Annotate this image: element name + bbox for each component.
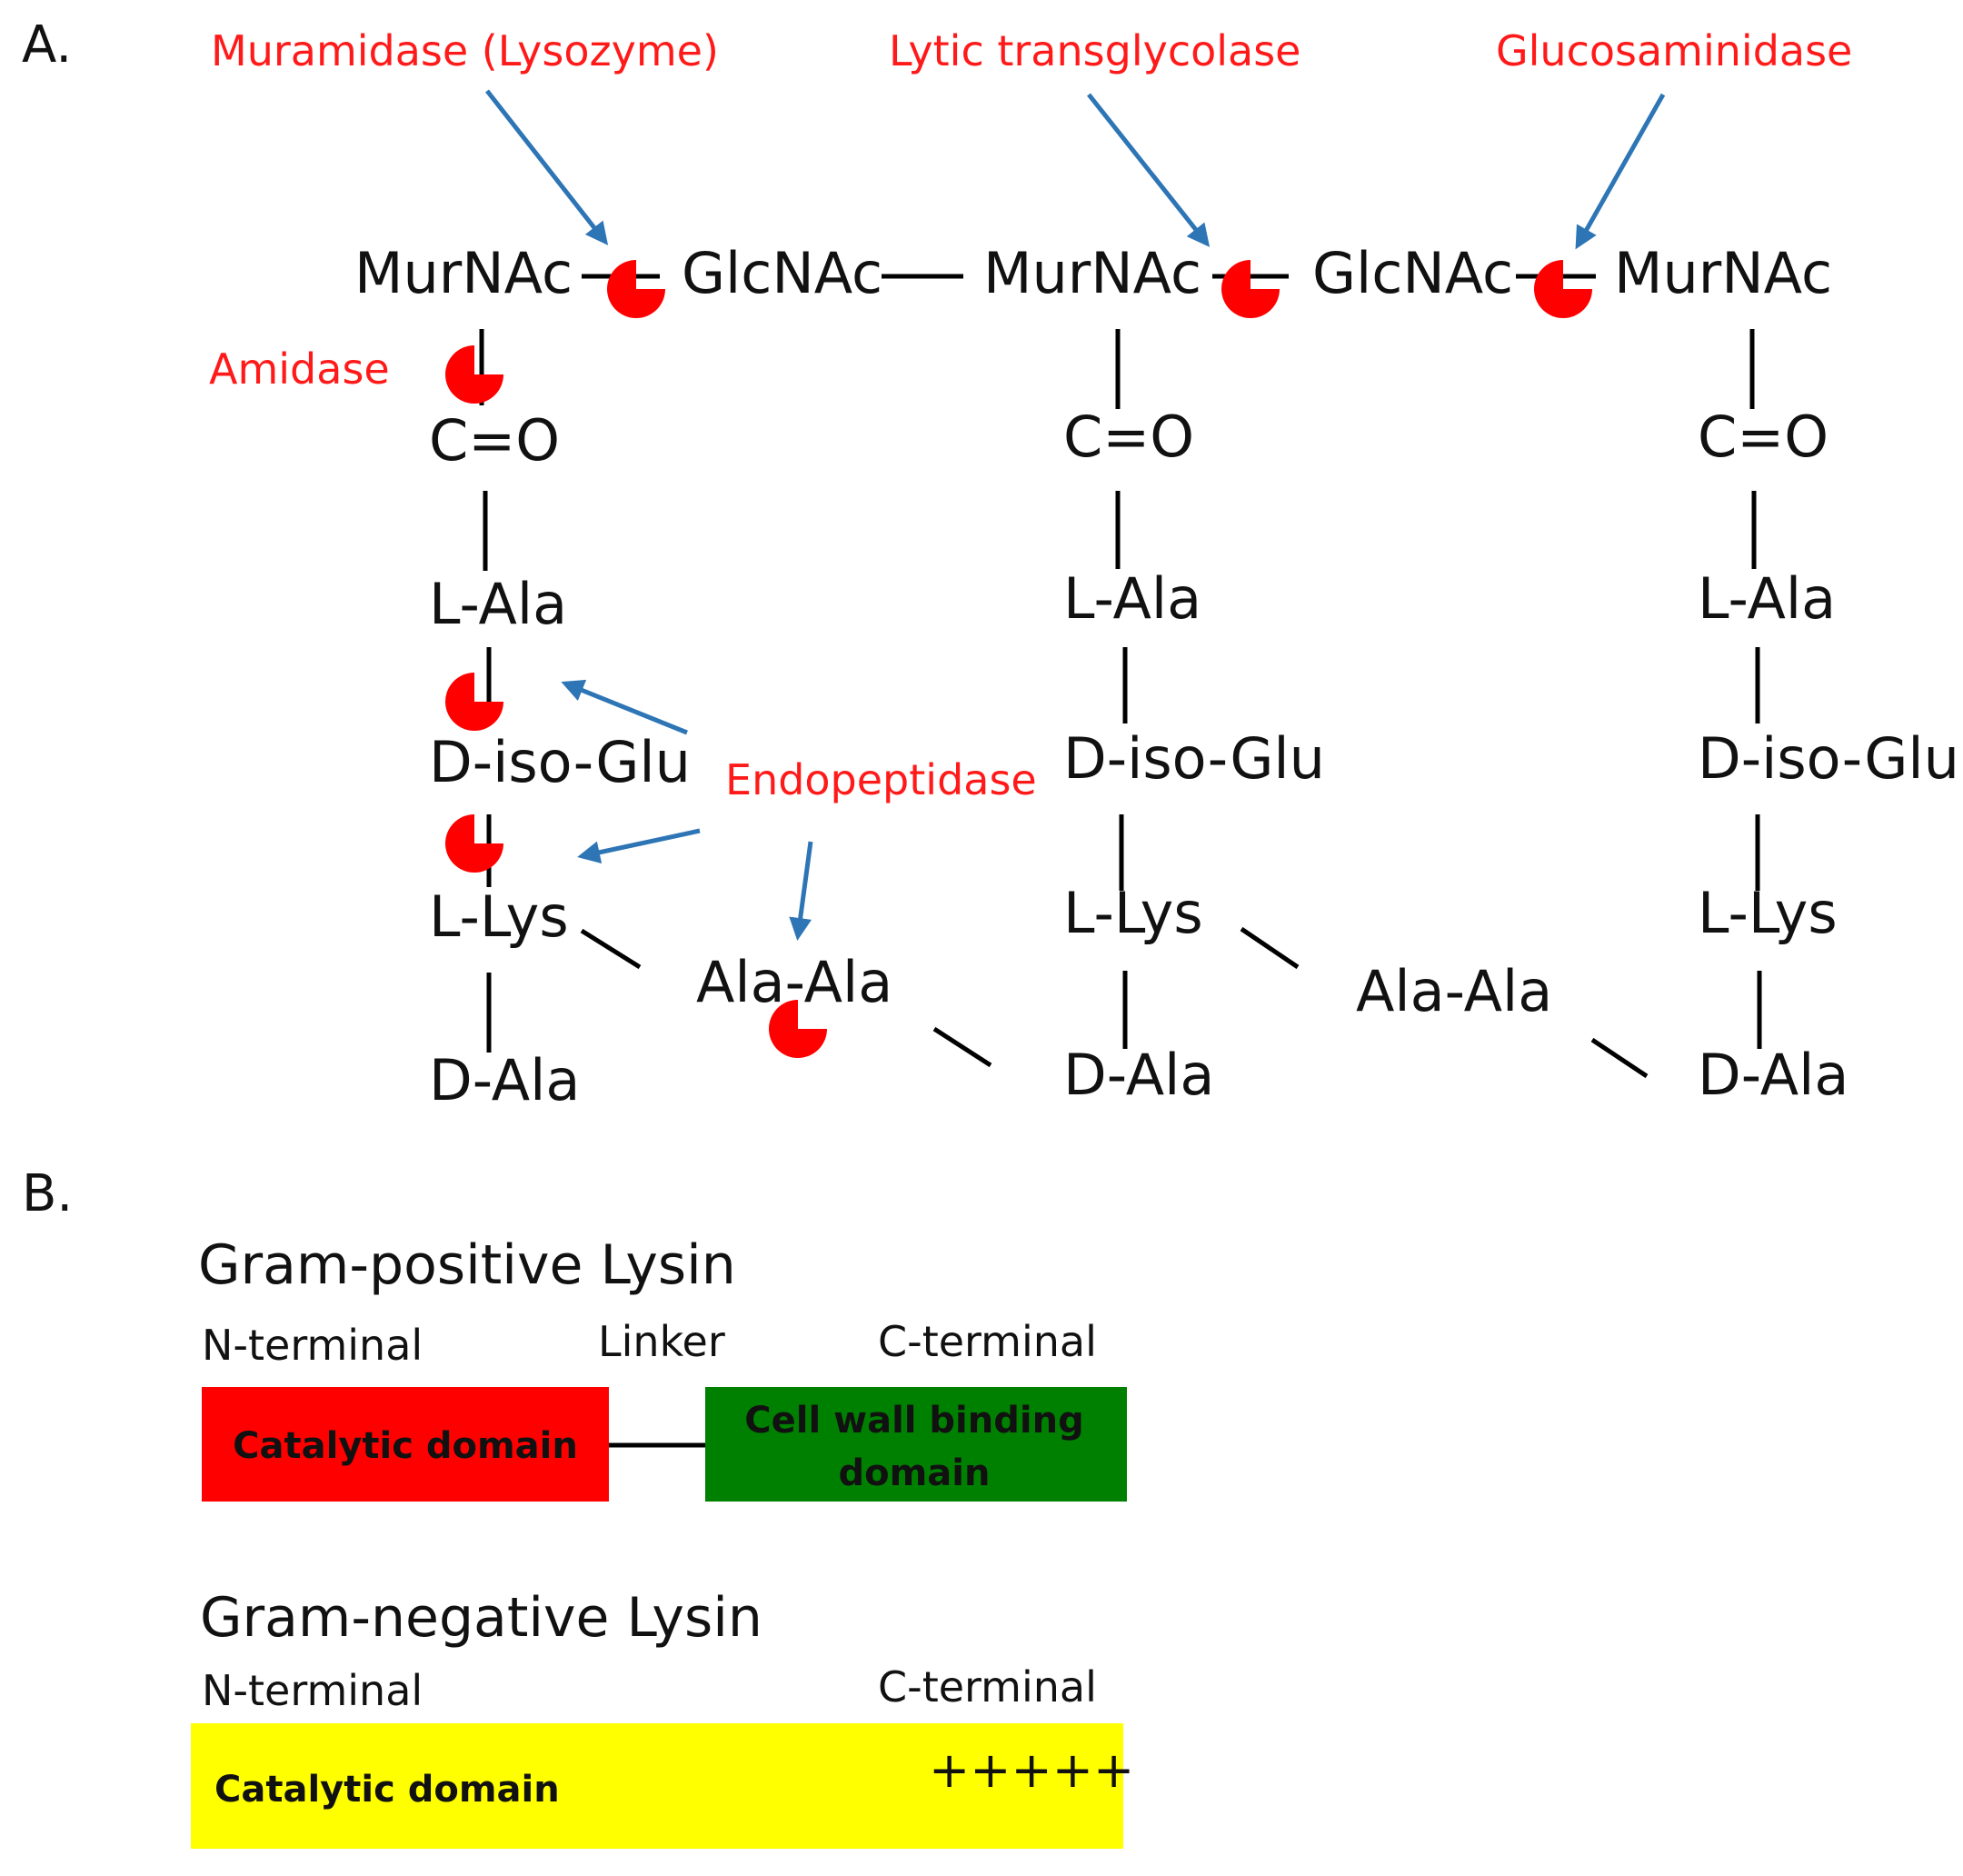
panel-a-label: A. (22, 15, 72, 75)
gram-negative-positive-charge: +++++ (929, 1741, 1134, 1799)
gram-positive-catalytic-domain (202, 1387, 609, 1502)
stem3-llys: L-Lys (1698, 880, 1838, 946)
stem1-diso-glu: D-iso-Glu (429, 729, 691, 795)
glcnac-1: GlcNAc (682, 240, 882, 306)
enzyme-endopeptidase: Endopeptidase (725, 755, 1037, 804)
gram-positive-cwb-label-1: Cell wall binding (744, 1400, 1083, 1442)
gram-positive-c-terminal: C-terminal (878, 1317, 1097, 1366)
endopeptidase-arrow-glu (561, 679, 688, 735)
pie-wedge-icon (445, 345, 503, 404)
stem3-co: C=O (1698, 404, 1828, 470)
stem1-lala: L-Ala (429, 571, 567, 637)
gram-negative-title: Gram-negative Lysin (200, 1586, 762, 1650)
crossbridge-bond-2b (1590, 1037, 1649, 1079)
stem1-co: C=O (429, 407, 560, 474)
stem3-diso-glu: D-iso-Glu (1698, 725, 1959, 792)
enzyme-amidase: Amidase (209, 344, 390, 394)
gram-positive-cwb-label-2: domain (839, 1452, 991, 1494)
stem2-lala: L-Ala (1063, 565, 1201, 632)
enzyme-lytic-transglycolase: Lytic transglycolase (889, 26, 1301, 75)
gram-negative-c-terminal: C-terminal (878, 1662, 1097, 1711)
lytic-arrow (1087, 93, 1211, 247)
gram-positive-n-terminal: N-terminal (202, 1321, 423, 1370)
gram-negative-catalytic-label: Catalytic domain (214, 1769, 560, 1811)
crossbridge-bond-1a (580, 928, 642, 970)
murnac-3: MurNAc (1614, 240, 1832, 306)
gram-negative-catalytic-domain (191, 1723, 1123, 1849)
gram-positive-linker: Linker (598, 1317, 725, 1366)
stem2-dala: D-Ala (1063, 1042, 1214, 1108)
pie-wedge-icon (769, 1000, 827, 1058)
stem3-dala: D-Ala (1698, 1042, 1848, 1108)
pie-wedge-icon (607, 260, 665, 318)
stem1-dala: D-Ala (429, 1047, 580, 1113)
glucosaminidase-arrow (1575, 93, 1666, 250)
murnac-1: MurNAc (354, 240, 573, 306)
gram-positive-catalytic-label: Catalytic domain (233, 1425, 578, 1467)
pie-wedge-icon (445, 673, 503, 731)
gram-positive-cell-wall-binding-domain (705, 1387, 1127, 1502)
endopeptidase-arrow-lys (577, 828, 701, 864)
pie-wedge-icon (445, 814, 503, 873)
gram-negative-n-terminal: N-terminal (202, 1666, 423, 1715)
gram-positive-title: Gram-positive Lysin (198, 1233, 736, 1297)
muramidase-arrow (485, 89, 609, 245)
bridge-ala-ala-2: Ala-Ala (1356, 958, 1552, 1024)
glcnac-2: GlcNAc (1312, 240, 1513, 306)
stem3-lala: L-Ala (1698, 565, 1836, 632)
crossbridge-bond-2a (1240, 926, 1300, 970)
enzyme-glucosaminidase: Glucosaminidase (1496, 26, 1852, 75)
stem2-co: C=O (1063, 404, 1194, 470)
pie-wedge-icon (1221, 260, 1280, 318)
panel-b-label: B. (22, 1164, 73, 1223)
stem2-diso-glu: D-iso-Glu (1063, 725, 1325, 792)
murnac-2: MurNAc (983, 240, 1201, 306)
stem2-llys: L-Lys (1063, 880, 1203, 946)
crossbridge-bond-1b (932, 1026, 992, 1068)
stem1-llys: L-Lys (429, 883, 569, 950)
endopeptidase-arrow-bridge (789, 841, 813, 941)
pie-wedge-icon (1534, 260, 1592, 318)
enzyme-muramidase: Muramidase (Lysozyme) (211, 26, 719, 75)
